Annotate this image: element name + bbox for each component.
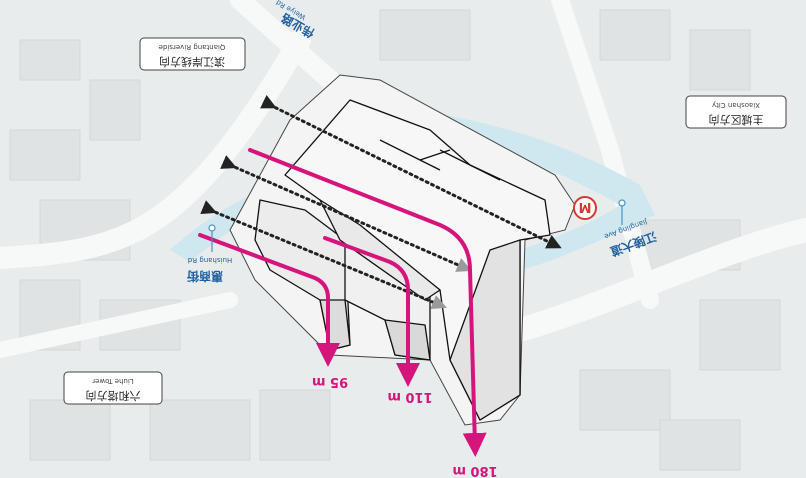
- label-qiantang: 滨江岸线方向 Qiantang Riverside: [139, 37, 246, 71]
- arrow-95m: [198, 233, 340, 367]
- sightlines: [200, 94, 562, 310]
- roads: [0, 0, 806, 358]
- label-qiantang-en: Qiantang Riverside: [159, 43, 226, 51]
- road-huishang-en: Huishang Rd: [188, 256, 232, 264]
- label-liuhe: 六和塔方向 Liuhe Tower: [63, 371, 163, 405]
- sightline-3: [200, 200, 447, 310]
- label-qiantang-zh: 滨江岸线方向: [159, 55, 225, 69]
- height-labels: 95 m 110 m 180 m: [312, 374, 498, 478]
- metro-letter: M: [579, 199, 592, 214]
- arrow-180m: [248, 148, 487, 457]
- location-pin-icon: [208, 199, 626, 252]
- label-xiaoshan: 主城区方向 Xiaoshan City: [685, 95, 787, 129]
- height-label-95m: 95 m: [312, 374, 348, 389]
- height-arrows: [198, 148, 487, 457]
- label-xiaoshan-en: Xiaoshan City: [712, 101, 760, 109]
- arrow-110m: [323, 236, 420, 387]
- label-liuhe-zh: 六和塔方向: [86, 389, 141, 403]
- label-xiaoshan-zh: 主城区方向: [709, 113, 764, 127]
- height-label-180m: 180 m: [452, 463, 497, 478]
- label-liuhe-en: Liuhe Tower: [92, 377, 134, 385]
- road-huishang-zh: 惠商街: [187, 269, 223, 284]
- metro-icon: M: [573, 196, 597, 220]
- height-label-110m: 110 m: [387, 389, 432, 404]
- road-label-huishang: 惠商街 Huishang Rd: [187, 256, 232, 284]
